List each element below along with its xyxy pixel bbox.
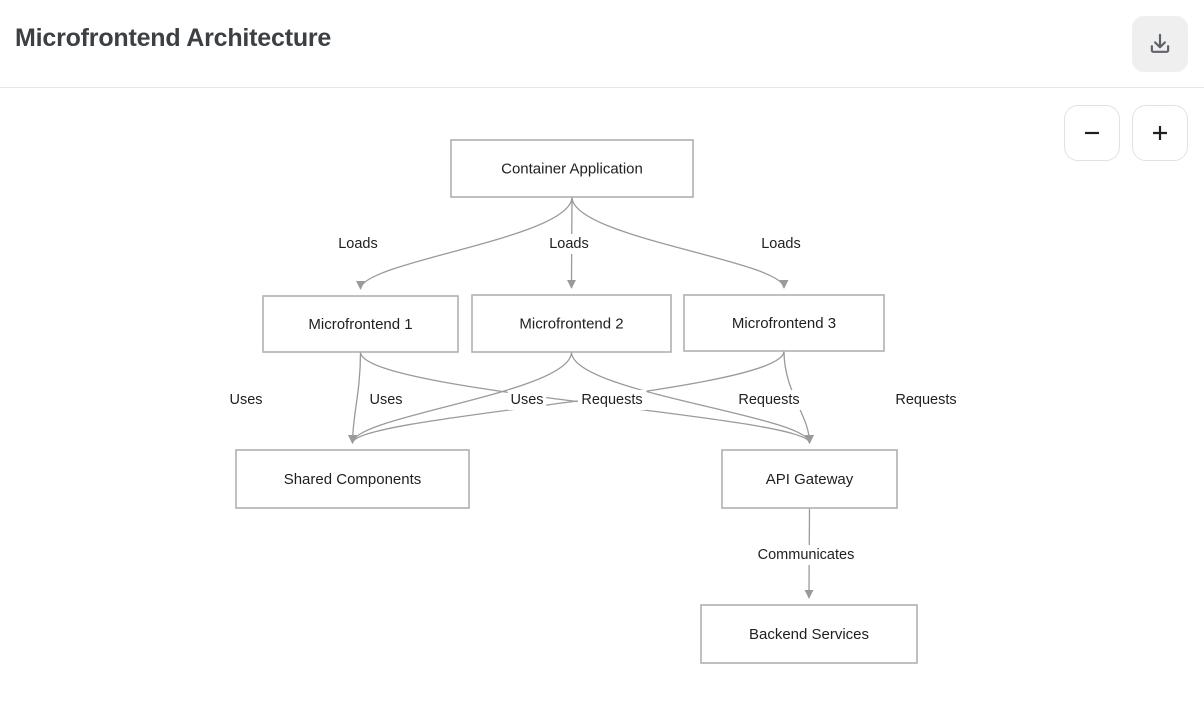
node-mfe1[interactable]: Microfrontend 1	[262, 295, 459, 353]
node-label: Microfrontend 1	[308, 316, 412, 333]
edge-label-bg	[734, 390, 804, 410]
node-gateway[interactable]: API Gateway	[721, 449, 898, 509]
edge-mfe1-to-shared	[347, 351, 362, 444]
node-shared[interactable]: Shared Components	[235, 449, 470, 509]
header-bar: Microfrontend Architecture	[0, 0, 1204, 88]
edge-container-to-mfe3	[571, 196, 789, 289]
edge-label-bg	[366, 390, 406, 410]
node-label: Container Application	[501, 160, 643, 177]
plus-icon	[1153, 126, 1167, 140]
edge-label-requests: Requests	[895, 392, 956, 408]
edge-mfe3-to-shared	[348, 350, 785, 444]
node-box	[700, 604, 918, 664]
edge-label-bg	[758, 234, 804, 254]
edge-mfe2-to-shared	[348, 351, 573, 444]
edge-label-loads: Loads	[761, 236, 801, 252]
node-box	[471, 294, 672, 353]
edge-label-loads: Loads	[338, 236, 378, 252]
edge-mfe2-to-gateway	[570, 351, 814, 444]
minus-icon	[1085, 131, 1099, 135]
node-label: Backend Services	[749, 626, 869, 643]
node-label: Microfrontend 3	[732, 315, 836, 332]
edge-label-loads: Loads	[549, 236, 589, 252]
edge-label-requests: Requests	[738, 392, 799, 408]
page-title: Microfrontend Architecture	[15, 24, 332, 52]
node-box	[721, 449, 898, 509]
node-box	[235, 449, 470, 509]
edge-label-bg	[891, 390, 961, 410]
zoom-in-button[interactable]	[1132, 105, 1188, 161]
edge-container-to-mfe1	[356, 196, 573, 290]
node-box	[450, 139, 694, 198]
node-label: API Gateway	[766, 471, 854, 488]
zoom-out-button[interactable]	[1064, 105, 1120, 161]
node-box	[262, 295, 459, 353]
edge-label-uses: Uses	[510, 392, 543, 408]
node-label: Microfrontend 2	[519, 315, 623, 332]
node-backend[interactable]: Backend Services	[700, 604, 918, 664]
edge-label-bg	[335, 234, 381, 254]
edge-label-requests: Requests	[581, 392, 642, 408]
edge-label-bg	[756, 545, 856, 565]
node-container[interactable]: Container Application	[450, 139, 694, 198]
node-label: Shared Components	[284, 471, 422, 488]
edge-label-bg	[546, 234, 592, 254]
edge-label-bg	[577, 390, 647, 410]
edge-label-communicates: Communicates	[758, 547, 855, 563]
node-mfe3[interactable]: Microfrontend 3	[683, 294, 885, 352]
zoom-controls	[1064, 105, 1188, 161]
edge-label-bg	[507, 390, 547, 410]
download-icon	[1150, 33, 1170, 53]
edge-label-uses: Uses	[229, 392, 262, 408]
node-mfe2[interactable]: Microfrontend 2	[471, 294, 672, 353]
edge-label-bg	[226, 390, 266, 410]
node-box	[683, 294, 885, 352]
edge-label-uses: Uses	[369, 392, 402, 408]
download-button[interactable]	[1132, 16, 1188, 72]
